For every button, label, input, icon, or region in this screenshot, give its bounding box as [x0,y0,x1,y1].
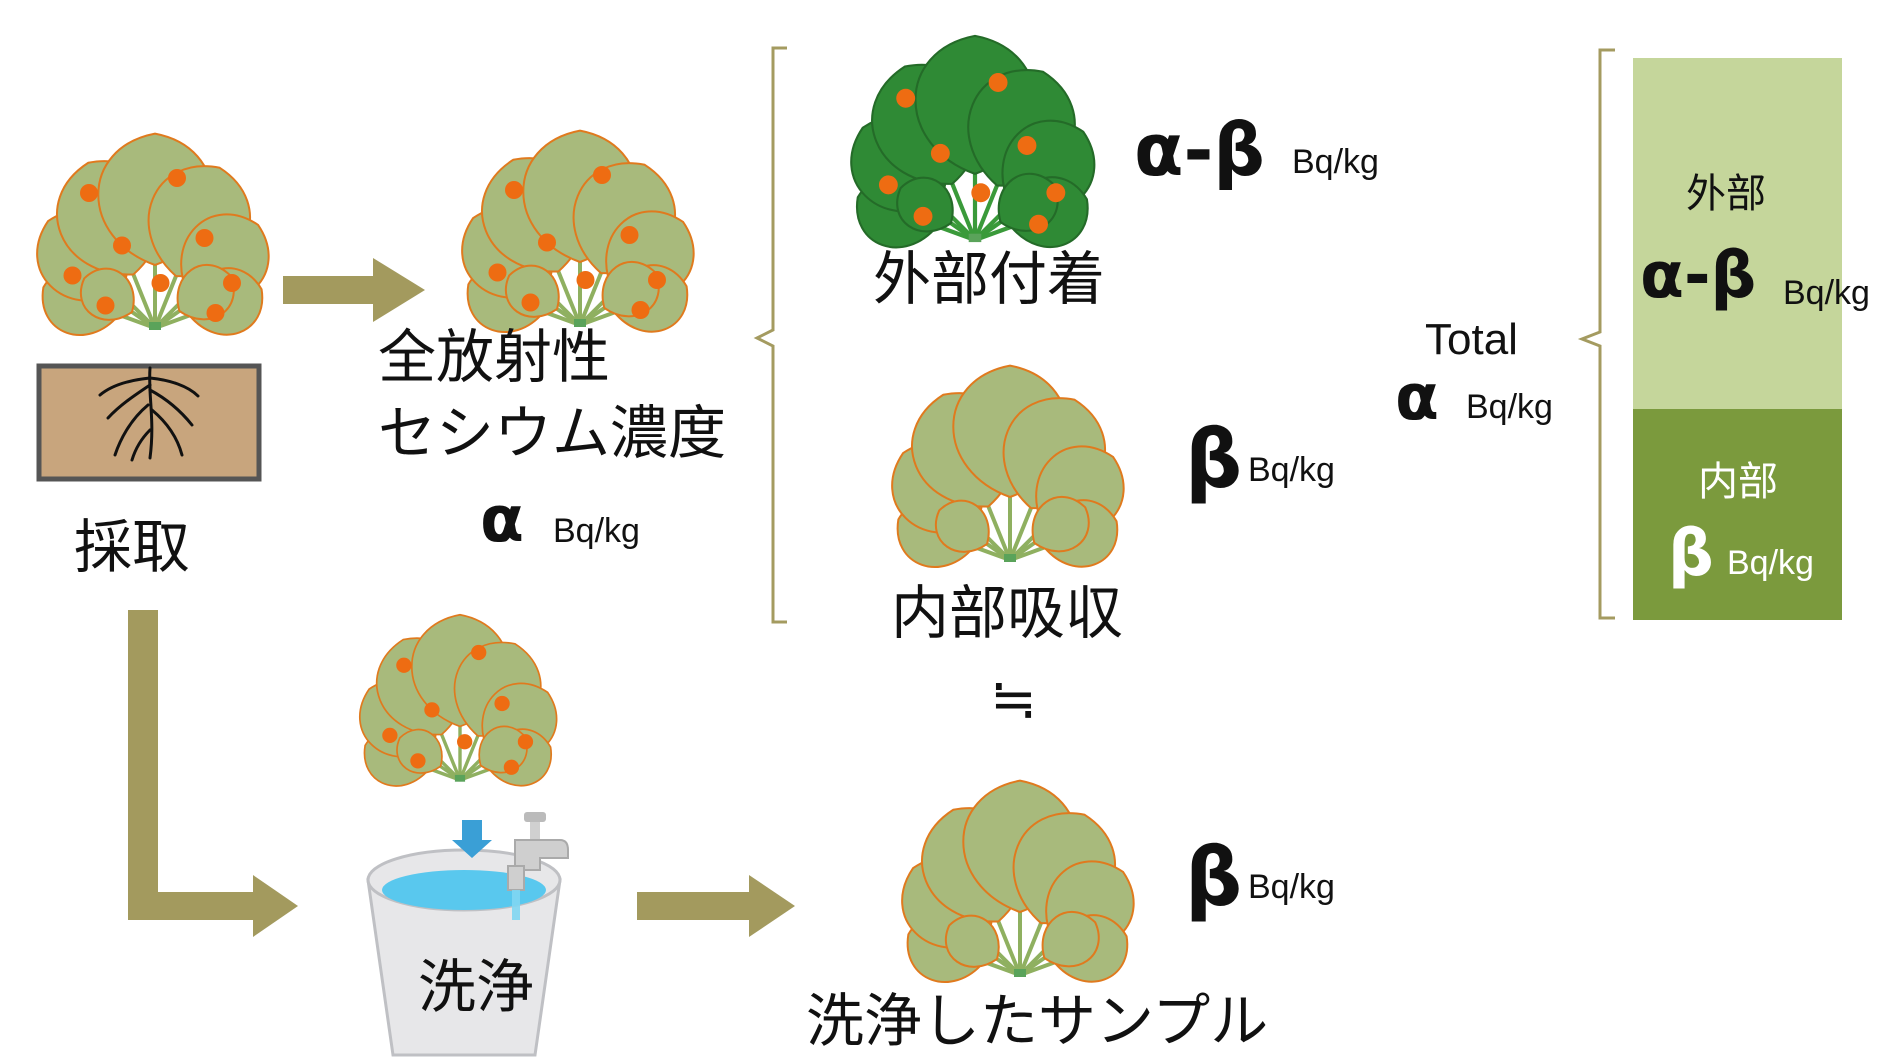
leaf [1031,495,1090,553]
cesium-dot [913,206,933,226]
washing-label: 洗浄 [418,953,535,1021]
cesium-dot [168,169,186,187]
cesium-dot [471,644,487,661]
bar-external-label: 外部 [1686,171,1766,217]
cesium-dot [1017,136,1037,155]
cesium-dot [538,233,556,252]
plant-washing [358,613,558,787]
cesium-dot [971,183,991,203]
cesium-dot [896,88,916,108]
bracket-right [1577,48,1615,620]
external-value-unit: Bq/kg [1292,143,1379,181]
cesium-dot [494,695,510,712]
cesium-dot [63,266,82,285]
faucet-icon [507,812,569,920]
external-adhesion-label: 外部付着 [873,245,1106,313]
cesium-dot [488,263,507,282]
bar-internal-unit: Bq/kg [1727,544,1814,582]
harvest-label: 採取 [74,513,191,581]
cesium-dot [648,271,666,289]
cesium-dot [96,296,115,315]
alpha-symbol: α [480,483,524,557]
cesium-dot [521,293,540,312]
cesium-dot [151,274,170,292]
external-value-symbol: α-β [1134,108,1265,192]
cesium-dot [988,73,1008,92]
bracket-left [753,46,787,624]
cesium-dot [620,226,639,244]
cesium-dot [80,184,98,202]
arrow-harvest-down-to-washing [128,610,298,937]
cesium-dot [631,301,650,319]
bar-internal-label: 内部 [1698,459,1778,505]
internal-value-symbol: β [1185,413,1243,506]
total-cesium-label-line1: 全放射性 [378,323,611,391]
cesium-dot [505,181,523,199]
bar-external-unit: Bq/kg [1783,274,1870,312]
soil-box [36,363,262,482]
bar-internal-segment [1633,409,1842,620]
leaf [896,176,954,233]
washed-value-symbol: β [1185,831,1243,924]
plant-internal [891,364,1125,568]
leaf [934,499,990,553]
cesium-dot [424,702,440,718]
plant-harvest [36,132,270,336]
total-cesium-label-line2: セシウム濃度 [378,399,727,467]
cesium-dot [195,229,214,247]
total-alpha-symbol: α [1395,361,1439,435]
plant-washed-sample [901,779,1135,983]
cesium-dot [593,166,611,184]
leaf [396,728,443,774]
plant-external [850,34,1096,249]
leaf [944,914,1000,968]
cesium-dot [503,759,520,775]
cesium-dot [382,727,398,744]
approx-equal-sign: ≒ [990,667,1037,732]
cesium-dot [930,143,950,163]
cesium-dot [410,753,426,769]
cesium-dot [396,657,412,673]
cesium-dot [878,175,898,195]
total-alpha-unit: Bq/kg [1466,388,1553,426]
bar-internal-symbol: β [1668,517,1714,591]
leaf [1041,910,1100,968]
washed-sample-label: 洗浄したサンプル [806,987,1269,1055]
bar-external-segment [1633,58,1842,409]
leaf [504,264,560,318]
leaf [79,267,135,321]
washed-value-unit: Bq/kg [1248,868,1335,906]
internal-value-unit: Bq/kg [1248,451,1335,489]
cesium-dot [113,236,131,255]
arrow-harvest-to-total [283,258,425,322]
cesium-dot [517,734,534,750]
cesium-dot [206,304,225,322]
cesium-dot [1029,214,1048,234]
cesium-dot [576,271,595,289]
alpha-unit: Bq/kg [553,512,640,550]
cesium-dot [223,274,241,292]
internal-absorption-label: 内部吸収 [891,579,1124,647]
arrow-washing-to-sample [637,875,795,937]
cesium-dot [1046,183,1066,203]
cesium-dot [457,734,473,750]
total-label: Total [1425,315,1518,364]
bar-external-symbol: α-β [1640,239,1757,313]
plant-total [461,129,695,333]
